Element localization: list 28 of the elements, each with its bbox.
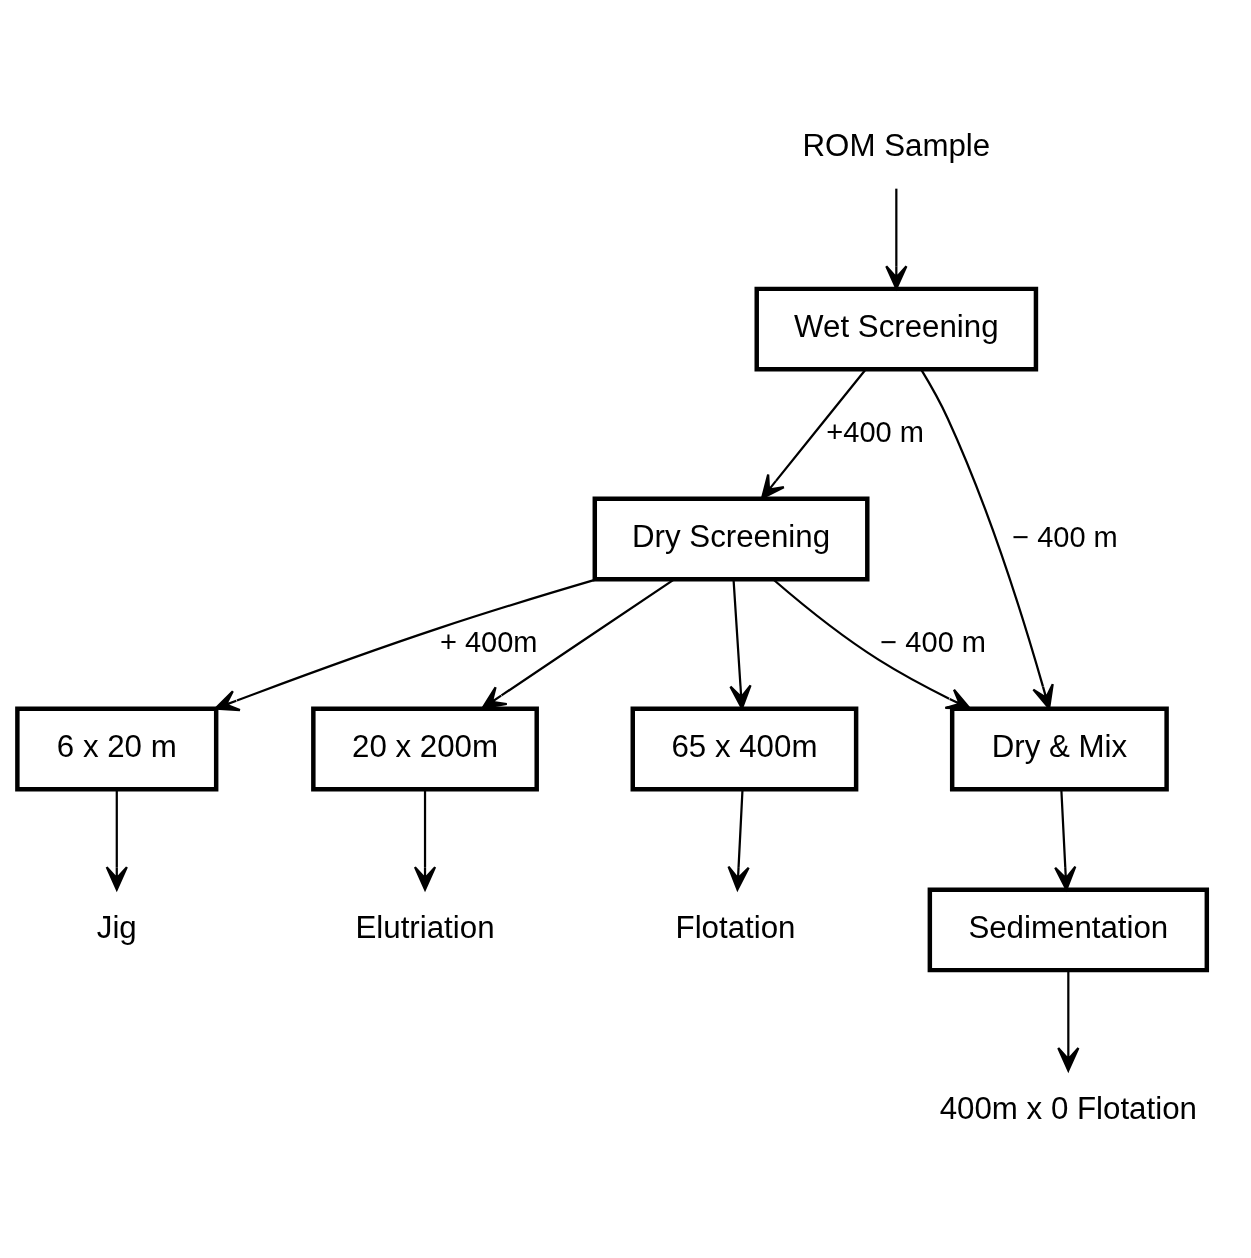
node-text: Elutriation bbox=[355, 909, 495, 945]
arrow bbox=[727, 788, 750, 891]
node-box: 20 x 200m bbox=[311, 706, 539, 791]
edge-label: + 400m bbox=[439, 625, 538, 658]
node-box: Wet Screening bbox=[754, 286, 1039, 371]
arrow bbox=[413, 789, 437, 891]
arrow bbox=[214, 577, 597, 711]
node-box: 6 x 20 m bbox=[15, 706, 219, 791]
node-text: Jig bbox=[96, 909, 137, 945]
node-text: ROM Sample bbox=[802, 127, 991, 163]
node-text: Flotation bbox=[675, 909, 796, 945]
arrow bbox=[729, 579, 752, 709]
node-box: Dry Screening bbox=[592, 496, 870, 581]
node-box: 65 x 400m bbox=[630, 706, 859, 791]
node-text: 400m x 0 Flotation bbox=[939, 1090, 1197, 1126]
arrow bbox=[760, 368, 867, 499]
arrow bbox=[920, 368, 1054, 709]
node-box: Sedimentation bbox=[927, 887, 1210, 972]
arrow bbox=[885, 188, 908, 290]
node-box: Dry & Mix bbox=[949, 706, 1169, 791]
edge-label: − 400 m bbox=[880, 625, 987, 658]
arrow bbox=[1057, 969, 1080, 1072]
edge-label: − 400 m bbox=[1012, 520, 1118, 553]
arrow bbox=[481, 578, 675, 709]
arrow bbox=[105, 789, 128, 891]
arrow bbox=[772, 578, 971, 710]
edge-label: +400 m bbox=[826, 415, 924, 448]
arrow bbox=[1054, 788, 1077, 891]
